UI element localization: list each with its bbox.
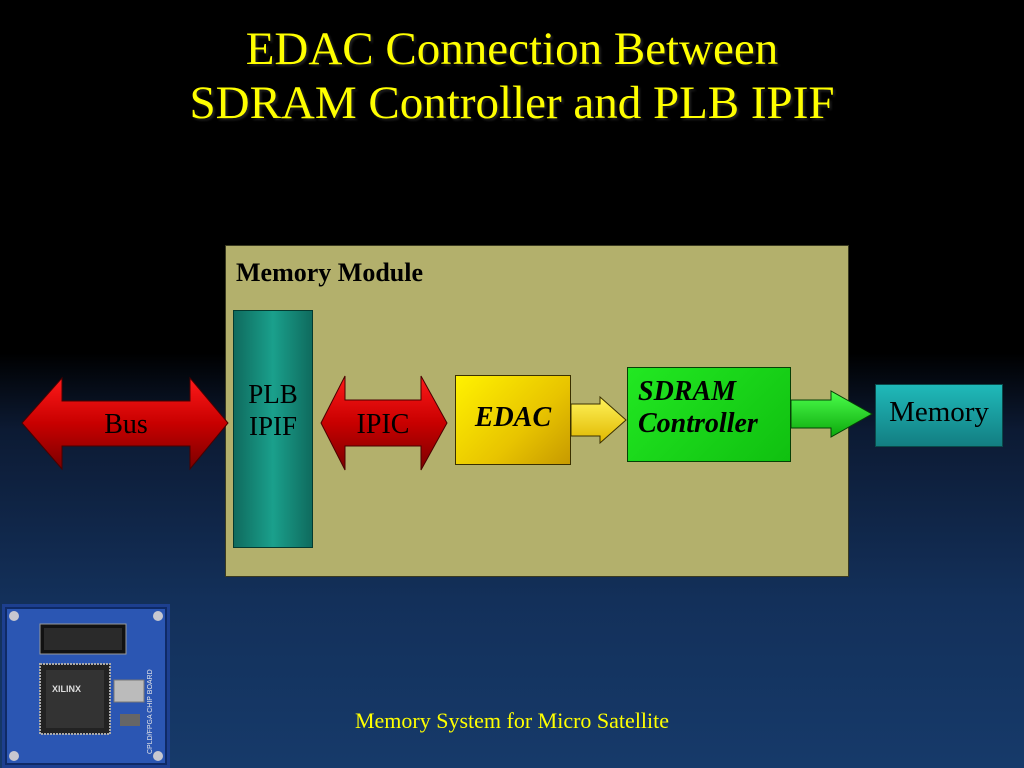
edac-label: EDAC — [474, 402, 552, 433]
title-line-1: EDAC Connection Between — [245, 23, 779, 75]
bus-label: Bus — [104, 409, 148, 440]
fpga-board-image: XILINX CPLD/FPGA CHIP BOARD — [2, 604, 170, 768]
sdram-to-memory-arrow — [790, 390, 874, 438]
xilinx-logo-text: XILINX — [52, 684, 81, 694]
memory-block: Memory — [875, 384, 1003, 447]
sdram-label-line-1: SDRAM — [638, 376, 737, 407]
sdram-label-line-2: Controller — [638, 408, 758, 439]
plb-label-line-2: IPIF — [248, 411, 297, 441]
title-line-2: SDRAM Controller and PLB IPIF — [189, 77, 835, 129]
sdram-controller-block: SDRAM Controller — [627, 367, 791, 462]
ipic-label: IPIC — [356, 409, 410, 440]
ipic-arrow — [320, 375, 448, 471]
slide-title: EDAC Connection Between SDRAM Controller… — [0, 22, 1024, 130]
memory-module-label: Memory Module — [236, 258, 424, 287]
edac-to-sdram-arrow — [570, 395, 627, 445]
slide-footer: Memory System for Micro Satellite — [354, 708, 670, 733]
edac-block: EDAC — [455, 375, 571, 465]
plb-label-line-1: PLB — [248, 379, 298, 409]
bus-arrow — [21, 376, 229, 471]
board-caption: CPLD/FPGA CHIP BOARD — [147, 669, 154, 754]
memory-label: Memory — [889, 396, 989, 428]
plb-ipif-block: PLB IPIF — [233, 310, 313, 548]
